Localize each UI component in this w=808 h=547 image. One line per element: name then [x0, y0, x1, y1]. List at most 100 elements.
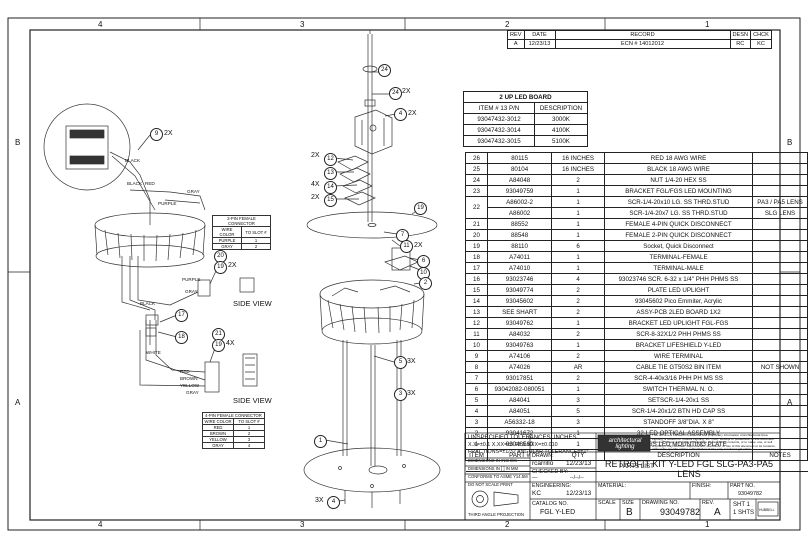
drawing-title-line-2: LENS: [677, 469, 701, 479]
parts-cell: 93049759: [486, 185, 553, 197]
callout-19-wiring: 19: [214, 261, 227, 274]
parts-cell: TERMINAL-MALE: [603, 262, 754, 274]
parts-cell: 2: [551, 306, 605, 318]
parts-cell: 5: [551, 405, 605, 417]
parts-cell: 25: [465, 163, 488, 175]
parts-cell: FEMALE 2-PIN QUICK DISCONNECT: [603, 229, 754, 241]
parts-cell: 14: [465, 295, 488, 307]
parts-cell: 1: [551, 383, 605, 395]
parts-cell: 19: [465, 240, 488, 252]
engineering-by: KC: [532, 490, 542, 497]
conforms-asme: CONFORMS TO ASME Y14.5M: [468, 474, 528, 479]
callout-21: 21: [212, 328, 225, 341]
parts-cell: 93045602 Pico Emmiter, Acrylic: [603, 295, 754, 307]
callout-24: 24: [378, 64, 391, 77]
callout-12: 12: [324, 153, 337, 166]
parts-cell: [752, 251, 808, 263]
parts-cell: PLATE LED UPLIGHT: [603, 284, 754, 296]
record-header-row: REV DATE RECORD DESN CHCK: [507, 30, 772, 40]
parts-cell: A74010: [486, 262, 553, 274]
callout-3: 3: [394, 388, 407, 401]
parts-cell: [752, 273, 808, 285]
callout-4-bottom: 4: [327, 496, 340, 509]
parts-cell: PA3 / PA5 LENS: [752, 196, 808, 208]
scale-label: SCALE: [598, 500, 616, 506]
company-logo: architectural lighting: [608, 438, 642, 450]
size-label: SIZE: [622, 500, 634, 506]
parts-cell: A74106: [486, 350, 553, 362]
record-header: DESN: [729, 30, 752, 40]
parts-cell: [752, 229, 808, 241]
parts-cell: NUT 1/4-20 HEX SS: [603, 174, 754, 186]
wire-label-black-2: BLACK: [127, 181, 143, 186]
parts-cell: 93049762: [486, 317, 553, 329]
parts-cell: ASSY-PCB 2LED BOARD 1X2: [603, 306, 754, 318]
wire-label-brown: BROWN: [180, 376, 198, 381]
wire-label-gray-3: GRAY: [186, 390, 199, 395]
record-header: CHCK: [750, 30, 772, 40]
qty-3: 3X: [407, 390, 416, 397]
parts-cell: 21: [465, 218, 488, 230]
conn4-header: WIRE COLOR: [202, 418, 234, 425]
conn2-title: 2-PIN FEMALE CONNECTOR: [212, 215, 271, 227]
finish-label: FINISH:: [692, 483, 712, 489]
parts-cell: SCR-1/4-20x10 LG. SS THRD.STUD: [603, 196, 754, 208]
parts-cell: 16 INCHES: [551, 163, 605, 175]
drawing-title: RETROFIT KIT Y-LED FGL SLG-PA3-PA5: [604, 459, 774, 469]
dims-mm: DIMENSIONS IN [ ] IN MM: [468, 466, 519, 471]
parts-cell: 6: [465, 383, 488, 395]
tolerances-line-3: FRACTIONS=±1/32 ANGULAR TOLERANCE=±1°: [468, 449, 589, 455]
wire-label-gray-2: GRAY: [185, 289, 198, 294]
parts-cell: 2: [551, 350, 605, 362]
led-board-title: 2 UP LED BOARD: [463, 91, 588, 103]
parts-cell: 2: [551, 328, 605, 340]
catalog-number: FGL Y-LED: [540, 509, 576, 516]
parts-cell: CABLE TIE GT50S2 BIN ITEM: [603, 361, 754, 373]
parts-cell: STANDOFF 3/8"DIA. X 8": [603, 416, 754, 428]
side-view-label-2: SIDE VIEW: [233, 396, 272, 405]
callout-19-conn: 19: [212, 339, 225, 352]
parts-cell: 93049774: [486, 284, 553, 296]
qty-15: 2X: [311, 194, 320, 201]
parts-cell: [752, 328, 808, 340]
callout-15: 15: [324, 194, 337, 207]
record-cell: RC: [729, 39, 752, 49]
parts-cell: [752, 185, 808, 197]
drawn-by: rcarrillo: [532, 460, 554, 467]
record-cell: ECN # 14012012: [554, 39, 731, 49]
parts-cell: TERMINAL-FEMALE: [603, 251, 754, 263]
parts-cell: [752, 317, 808, 329]
parts-cell: [752, 284, 808, 296]
led-board-cell: 93047432-3014: [463, 124, 535, 136]
parts-cell: A86002: [486, 207, 553, 219]
parts-cell: 80115: [486, 152, 553, 164]
parts-cell: [752, 295, 808, 307]
callout-4: 4: [394, 108, 407, 121]
parts-cell: 2: [551, 174, 605, 186]
hubbell-logo: HUBBELL: [759, 508, 775, 512]
led-board-cell: 5100K: [534, 135, 588, 147]
callout-5: 5: [394, 356, 407, 369]
parts-cell: BRACKET FGL/FGS LED MOUNTING: [603, 185, 754, 197]
parts-cell: 3: [551, 394, 605, 406]
zone-bottom-4: 4: [98, 520, 103, 529]
led-board-table: 2 UP LED BOARD ITEM # 13 P/N DESCRIPTION…: [463, 91, 588, 147]
qty-4: 2X: [408, 110, 417, 117]
parts-cell: BRACKET LIFESHIELD Y-LED: [603, 339, 754, 351]
parts-cell: 1: [551, 196, 605, 208]
parts-cell: Socket, Quick Disconnect: [603, 240, 754, 252]
parts-cell: 13: [465, 306, 488, 318]
parts-cell: A74011: [486, 251, 553, 263]
conn2-header: TO SLOT #: [241, 226, 271, 238]
parts-cell: 1: [551, 317, 605, 329]
wire-label-purple: PURPLE: [158, 201, 177, 206]
parts-cell: [752, 240, 808, 252]
